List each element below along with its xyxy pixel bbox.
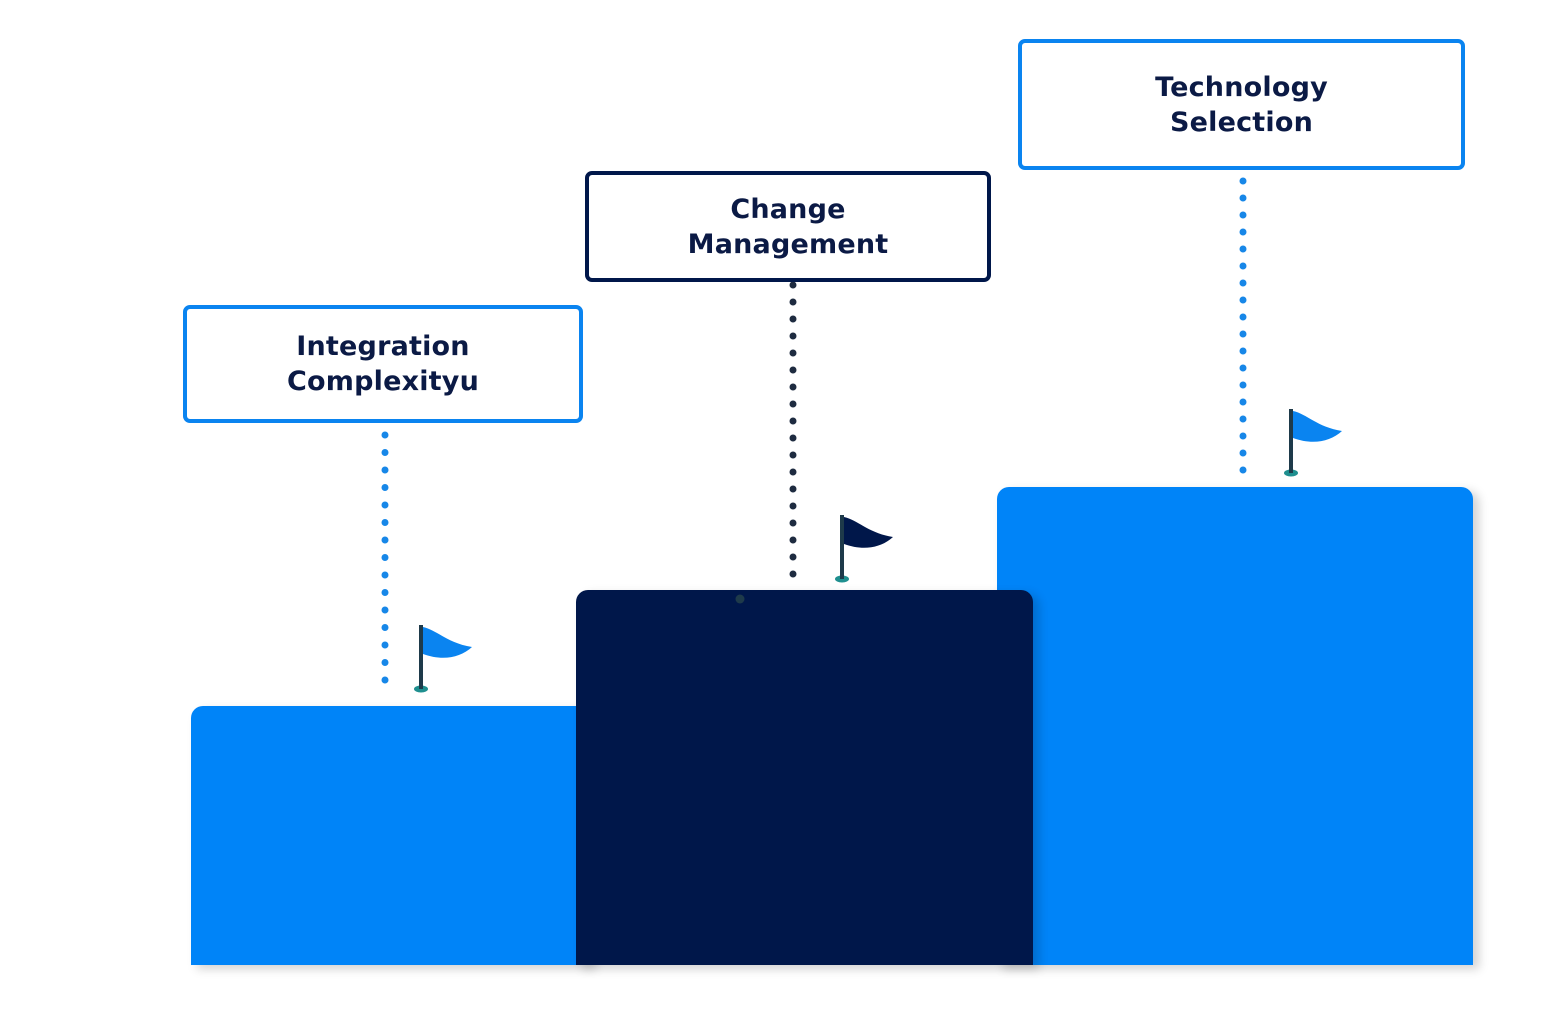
label-line: Change: [730, 193, 846, 225]
label-line: Technology: [1155, 71, 1328, 103]
label-line: Complexityu: [287, 366, 479, 397]
label-line: Management: [687, 228, 889, 260]
step-block-integration: [191, 706, 590, 965]
label-line: Integration: [296, 331, 470, 362]
label-integration-complexity: Integration Complexityu: [183, 305, 583, 423]
block-dot: [735, 594, 745, 604]
flag-icon: [414, 625, 472, 693]
step-block-change: [576, 590, 1033, 965]
flag-icon: [1284, 409, 1342, 477]
step-block-technology: [997, 487, 1473, 965]
label-technology-selection: Technology Selection: [1018, 39, 1465, 170]
label-change-management: Change Management: [585, 171, 991, 282]
flag-icon: [835, 515, 893, 583]
label-line: Selection: [1169, 106, 1314, 138]
